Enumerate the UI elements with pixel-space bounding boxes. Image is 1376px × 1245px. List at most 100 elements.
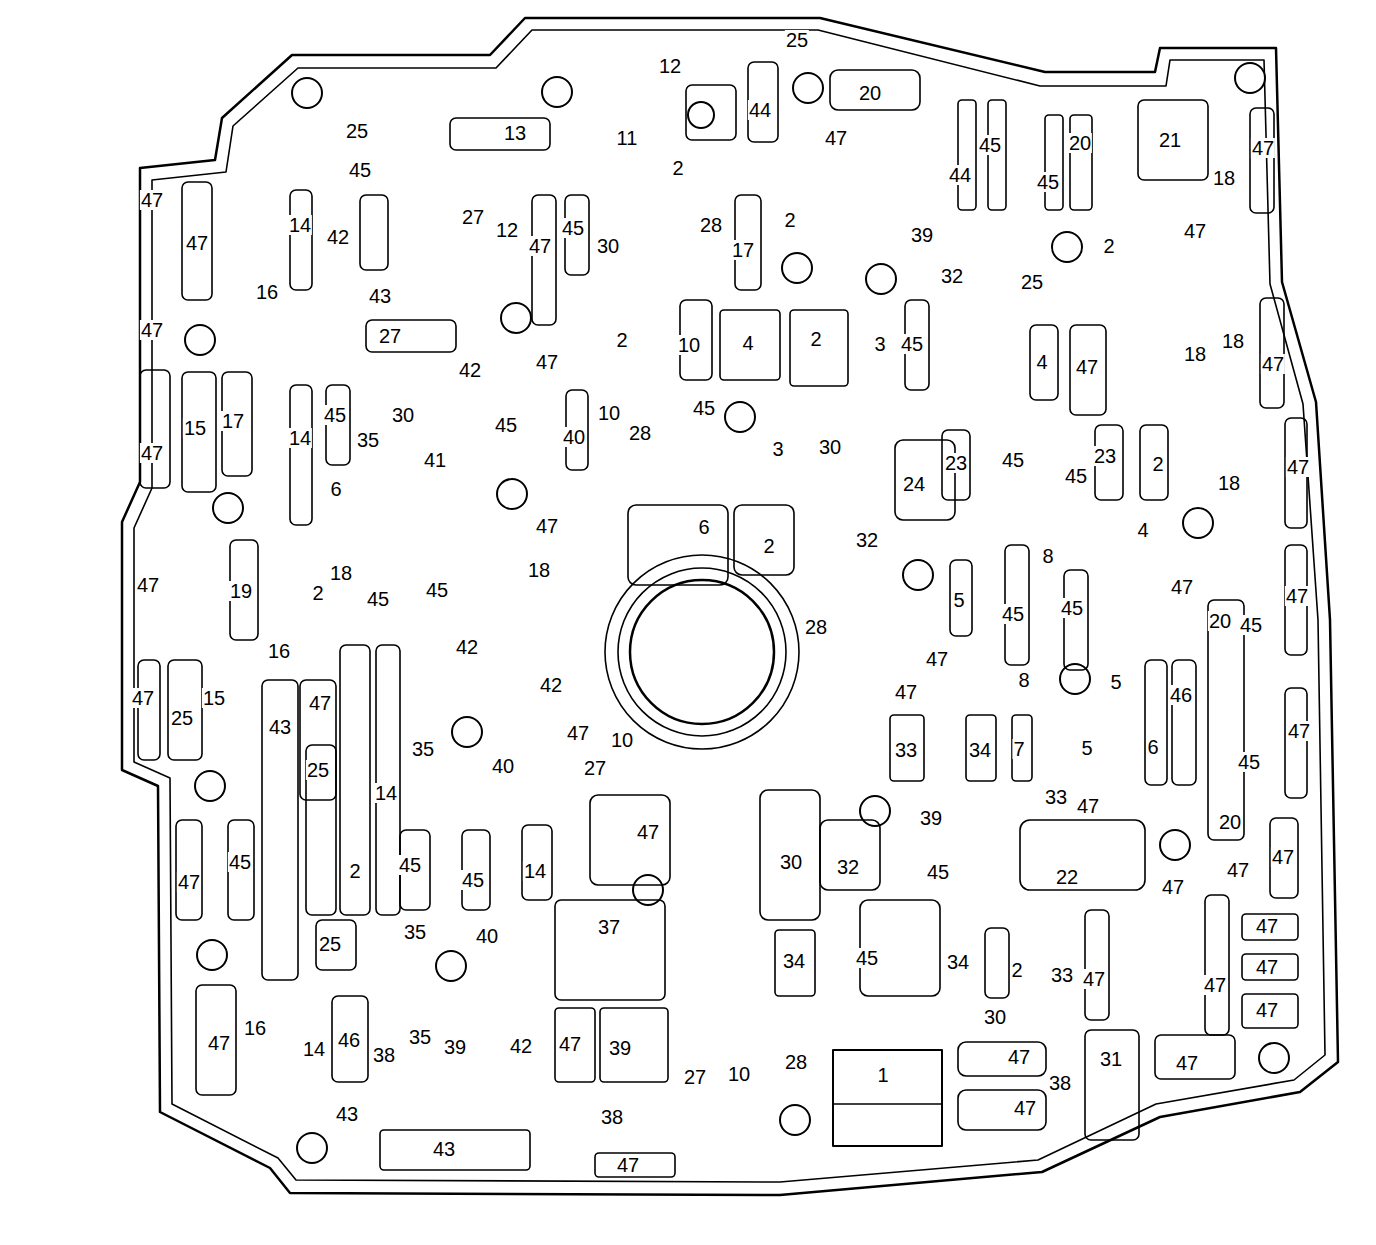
- passage-number: 34: [782, 951, 806, 971]
- passage-number: 27: [583, 758, 607, 778]
- passage-number: 2: [1010, 960, 1023, 980]
- passage-number: 30: [391, 405, 415, 425]
- passage-number: 12: [658, 56, 682, 76]
- passage-number: 42: [539, 675, 563, 695]
- passage-number: 14: [374, 783, 398, 803]
- passage-number: 47: [1287, 721, 1311, 741]
- passage-number: 47: [894, 682, 918, 702]
- passage-number: 45: [398, 855, 422, 875]
- passage-number: 32: [855, 530, 879, 550]
- passage-number: 46: [337, 1030, 361, 1050]
- passage-number: 20: [858, 83, 882, 103]
- passage-number: 18: [329, 563, 353, 583]
- passage-number: 47: [925, 649, 949, 669]
- passage-number: 47: [1075, 357, 1099, 377]
- passage-number: 2: [1151, 454, 1164, 474]
- passage-number: 38: [600, 1107, 624, 1127]
- passage-number: 45: [348, 160, 372, 180]
- passage-number: 45: [1001, 450, 1025, 470]
- passage-number: 27: [683, 1067, 707, 1087]
- passage-number: 45: [1064, 466, 1088, 486]
- passage-number: 5: [1109, 672, 1122, 692]
- passage-number: 6: [1146, 737, 1159, 757]
- passage-number: 44: [948, 165, 972, 185]
- passage-number: 30: [818, 437, 842, 457]
- passage-number: 47: [1255, 957, 1279, 977]
- passage-number: 47: [616, 1155, 640, 1175]
- passage-number: 45: [1239, 615, 1263, 635]
- passage-number: 32: [836, 857, 860, 877]
- passage-number: 2: [671, 158, 684, 178]
- passage-number: 47: [535, 516, 559, 536]
- passage-number: 47: [140, 320, 164, 340]
- passage-number: 47: [558, 1034, 582, 1054]
- passage-number: 35: [403, 922, 427, 942]
- passage-number: 19: [229, 581, 253, 601]
- passage-number: 47: [535, 352, 559, 372]
- passage-number: 14: [288, 428, 312, 448]
- passage-number: 43: [335, 1104, 359, 1124]
- passage-number: 7: [1012, 739, 1025, 759]
- passage-number: 45: [1060, 598, 1084, 618]
- passage-number: 42: [458, 360, 482, 380]
- passage-number: 23: [944, 453, 968, 473]
- passage-number: 33: [894, 740, 918, 760]
- passage-number: 38: [1048, 1073, 1072, 1093]
- passage-number: 47: [185, 233, 209, 253]
- passage-number: 47: [140, 443, 164, 463]
- passage-number: 4: [1136, 520, 1149, 540]
- passage-number: 40: [562, 427, 586, 447]
- passage-number: 47: [1175, 1053, 1199, 1073]
- passage-number: 39: [443, 1037, 467, 1057]
- passage-number: 45: [926, 862, 950, 882]
- passage-number: 47: [1255, 1000, 1279, 1020]
- passage-number: 37: [597, 917, 621, 937]
- passage-number: 47: [1013, 1098, 1037, 1118]
- passage-number: 22: [1055, 867, 1079, 887]
- passage-number: 47: [131, 688, 155, 708]
- passage-number: 3: [771, 439, 784, 459]
- passage-number: 45: [366, 589, 390, 609]
- passage-number: 4: [1035, 352, 1048, 372]
- passage-number: 45: [900, 334, 924, 354]
- passage-number: 33: [1044, 787, 1068, 807]
- passage-number: 2: [1102, 236, 1115, 256]
- passage-number: 18: [1183, 344, 1207, 364]
- passage-number: 47: [308, 693, 332, 713]
- passage-number: 47: [136, 575, 160, 595]
- passage-number: 2: [348, 861, 361, 881]
- passage-number: 47: [140, 190, 164, 210]
- passage-number: 47: [1161, 877, 1185, 897]
- passage-number: 45: [228, 852, 252, 872]
- passage-number: 17: [731, 240, 755, 260]
- passage-number: 20: [1208, 611, 1232, 631]
- passage-number: 5: [952, 590, 965, 610]
- passage-number: 47: [1203, 975, 1227, 995]
- passage-number: 12: [495, 220, 519, 240]
- passage-number: 47: [1255, 916, 1279, 936]
- passage-number: 18: [1212, 168, 1236, 188]
- passage-number: 45: [323, 405, 347, 425]
- passage-number: 1: [876, 1065, 889, 1085]
- passage-number: 25: [306, 760, 330, 780]
- passage-number: 16: [267, 641, 291, 661]
- passage-number: 20: [1218, 812, 1242, 832]
- passage-number: 32: [940, 266, 964, 286]
- passage-number: 43: [432, 1139, 456, 1159]
- passage-number: 24: [902, 474, 926, 494]
- passage-number: 34: [946, 952, 970, 972]
- passage-number: 27: [378, 326, 402, 346]
- passage-number: 45: [425, 580, 449, 600]
- passage-number: 45: [855, 948, 879, 968]
- passage-number: 14: [288, 215, 312, 235]
- passage-number: 45: [1001, 604, 1025, 624]
- passage-number: 28: [784, 1052, 808, 1072]
- passage-number: 47: [1183, 221, 1207, 241]
- passage-number: 42: [455, 637, 479, 657]
- passage-number: 47: [1226, 860, 1250, 880]
- passage-number: 5: [1080, 738, 1093, 758]
- passage-number: 40: [491, 756, 515, 776]
- passage-number: 47: [1261, 354, 1285, 374]
- passage-number: 47: [1082, 969, 1106, 989]
